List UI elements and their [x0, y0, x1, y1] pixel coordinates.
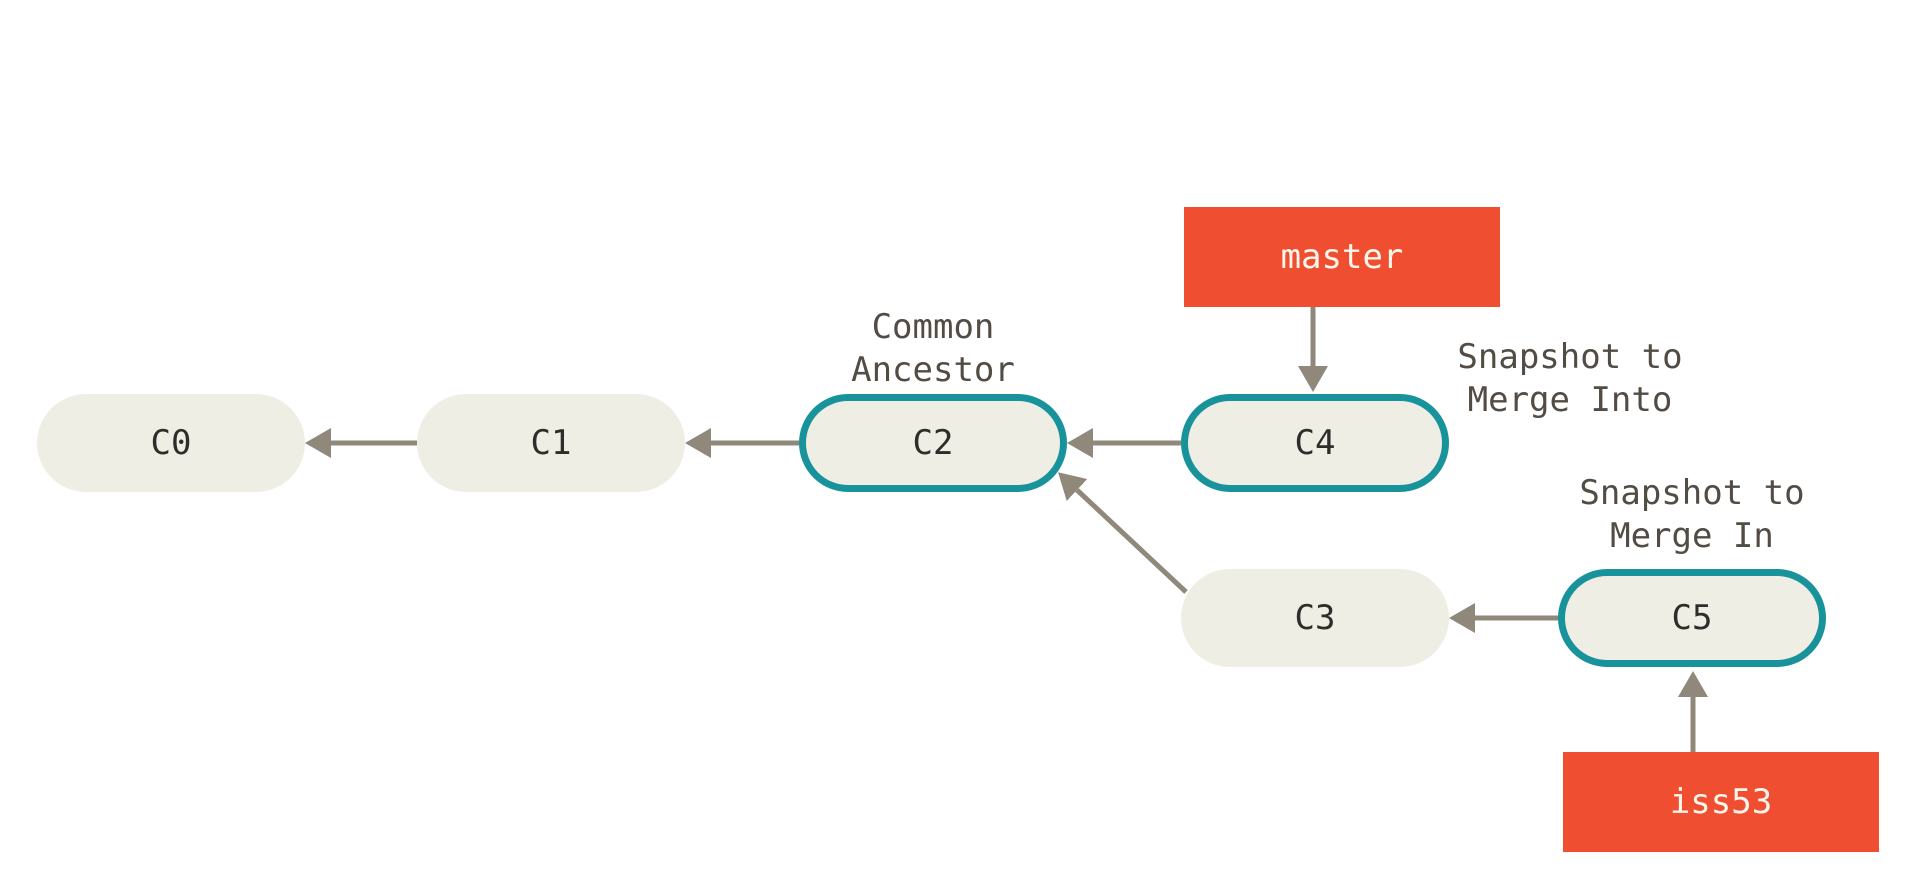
annotation-line: Merge Into: [1467, 379, 1673, 420]
commit-node-c0: C0: [37, 394, 305, 492]
edge-c3-to-c2: [1058, 472, 1188, 594]
annotation-line: Common: [871, 307, 995, 347]
annotation-line: Ancestor: [851, 349, 1015, 390]
commit-label: C0: [150, 423, 192, 463]
commit-label: C3: [1294, 598, 1336, 638]
commit-label: C5: [1671, 598, 1713, 638]
annotation-line: Snapshot to: [1457, 337, 1683, 377]
branch-name: master: [1280, 237, 1404, 277]
annotation-snapshot-to-merge-in: Snapshot to Merge In: [1542, 472, 1842, 557]
branch-label-iss53: iss53: [1563, 752, 1879, 852]
annotation-snapshot-to-merge-into: Snapshot to Merge Into: [1420, 336, 1720, 421]
commit-node-c4: C4: [1181, 394, 1449, 492]
commit-node-c5: C5: [1558, 569, 1826, 667]
commit-label: C2: [912, 423, 954, 463]
branch-label-master: master: [1184, 207, 1500, 307]
commit-node-c3: C3: [1181, 569, 1449, 667]
annotation-line: Merge In: [1610, 515, 1774, 556]
commit-node-c1: C1: [417, 394, 685, 492]
commit-label: C1: [530, 423, 572, 463]
commit-node-c2: C2: [799, 394, 1067, 492]
annotation-line: Snapshot to: [1579, 473, 1805, 513]
branch-name: iss53: [1669, 782, 1773, 822]
annotation-common-ancestor: Common Ancestor: [783, 306, 1083, 391]
commit-label: C4: [1294, 423, 1336, 463]
